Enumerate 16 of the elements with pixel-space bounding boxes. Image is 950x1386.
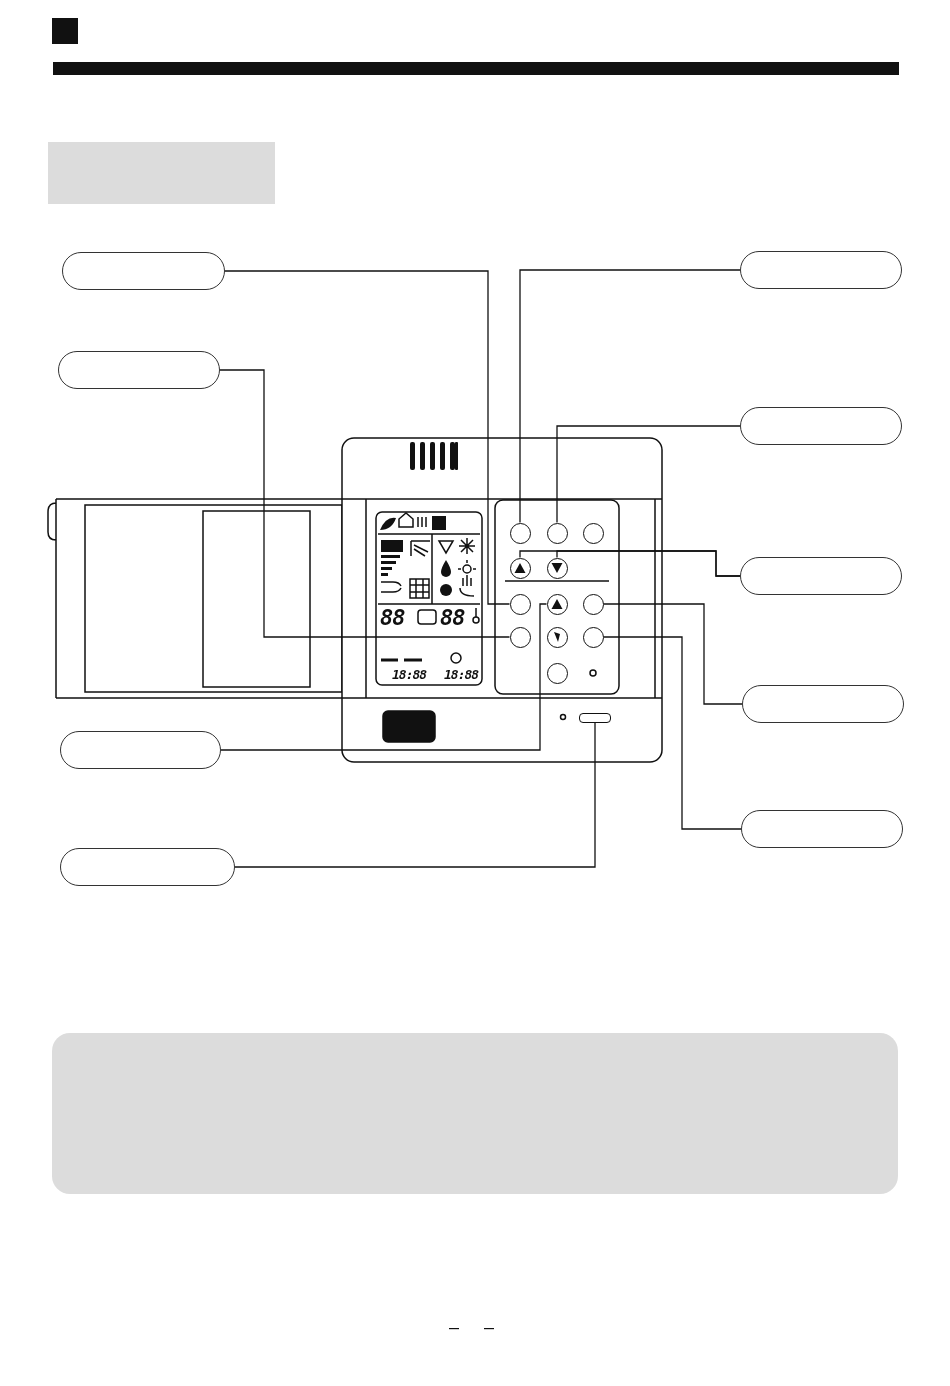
lcd-time: 18:88 (392, 668, 427, 681)
lcd-digits: 88 (440, 607, 465, 629)
leader-line (220, 603, 548, 751)
leader-line (556, 425, 741, 524)
lcd-time: 18:88 (444, 668, 479, 681)
leader-line (556, 550, 741, 577)
leader-line (602, 636, 742, 830)
page-dash: – (484, 1318, 494, 1336)
leader-line (224, 270, 511, 605)
leader-line (602, 603, 743, 705)
page-dash: – (449, 1318, 459, 1336)
leader-line (519, 269, 741, 524)
leader-line (234, 722, 596, 868)
lcd-digits: 88 (380, 607, 405, 629)
leader-line (219, 369, 511, 638)
slide-switch (579, 713, 611, 723)
